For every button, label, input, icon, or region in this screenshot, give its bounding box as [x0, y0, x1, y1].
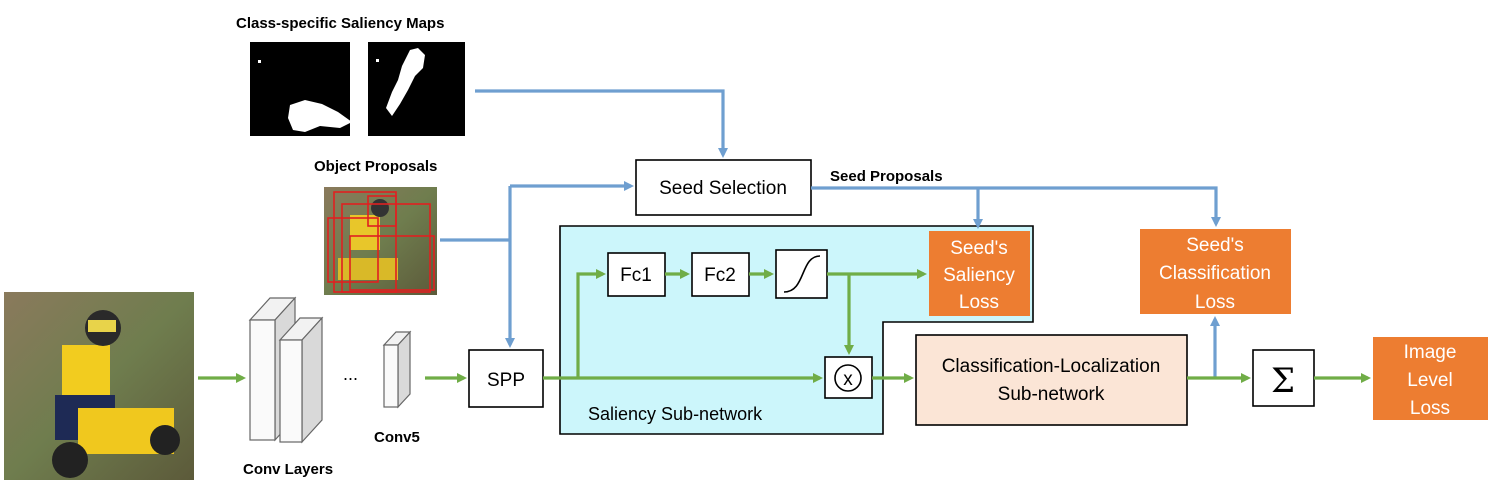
multiply-label: x: [843, 369, 853, 390]
seed-saliency-loss-line-2: Saliency: [943, 265, 1015, 286]
seed-saliency-loss-box: [929, 231, 1030, 316]
seed-classification-loss-box: [1140, 229, 1291, 314]
conv-ellipsis: ...: [343, 364, 358, 384]
saliency-subnetwork-region: [559, 225, 1034, 435]
seed-selection-label: Seed Selection: [659, 178, 787, 199]
seed-proposals-label: Seed Proposals: [830, 168, 943, 185]
fc1-label: Fc1: [620, 265, 652, 286]
arrow-seed-to-classification-loss: [811, 186, 1221, 227]
arrow-saliency-to-seed-selection: [475, 89, 728, 158]
sum-icon: Σ: [1271, 361, 1295, 401]
conv5-block: [382, 330, 412, 409]
sigmoid-box: [775, 249, 828, 299]
arrow-spp-to-fc1: [576, 269, 606, 378]
image-level-loss-line-3: Loss: [1410, 398, 1450, 419]
conv-layers-label: Conv Layers: [243, 461, 333, 478]
fc1-box: [607, 252, 666, 297]
cls-loc-line-2: Sub-network: [998, 384, 1105, 405]
saliency-map-2: [368, 42, 465, 136]
seed-classification-loss-line-1: Seed's: [1186, 235, 1244, 256]
seed-saliency-loss-line-3: Loss: [959, 292, 999, 313]
seed-classification-loss-line-3: Loss: [1195, 292, 1235, 313]
seed-selection-box: [635, 159, 812, 216]
seed-classification-loss-line-2: Classification: [1159, 263, 1271, 284]
fc2-label: Fc2: [704, 265, 736, 286]
image-level-loss-box: [1373, 337, 1488, 420]
image-level-loss-line-2: Level: [1407, 370, 1452, 391]
spp-label: SPP: [487, 370, 525, 391]
image-level-loss-line-1: Image: [1404, 342, 1457, 363]
object-proposals-image: [324, 187, 437, 295]
multiply-icon: [834, 364, 862, 392]
saliency-map-1: [250, 42, 352, 136]
object-proposals-title: Object Proposals: [314, 158, 437, 175]
sum-box: [1252, 349, 1315, 407]
cls-loc-subnetwork-box: [915, 334, 1188, 426]
saliency-subnetwork-label: Saliency Sub-network: [588, 404, 763, 424]
conv-layer-block-2: [278, 316, 324, 444]
input-image: [4, 292, 194, 480]
seed-saliency-loss-line-1: Seed's: [950, 238, 1008, 259]
saliency-maps-title: Class-specific Saliency Maps: [236, 15, 444, 32]
sigmoid-icon: [783, 255, 821, 293]
cls-loc-line-1: Classification-Localization: [942, 356, 1161, 377]
conv5-label: Conv5: [374, 429, 420, 446]
